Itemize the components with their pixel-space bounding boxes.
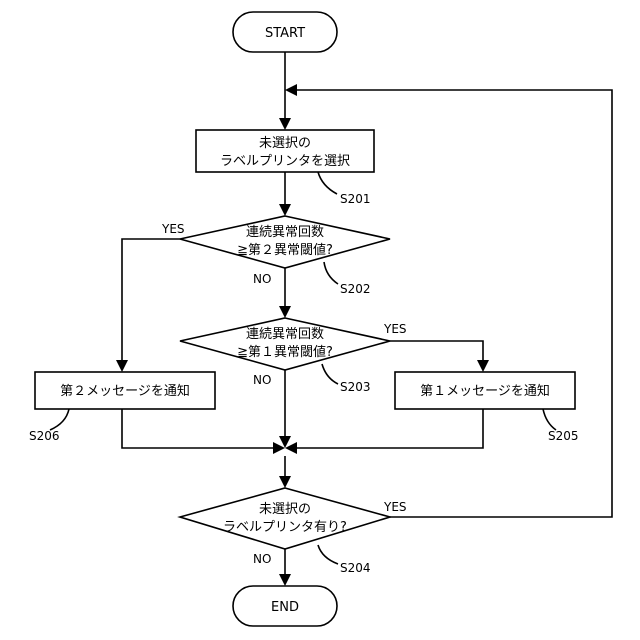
s204-text-line1: 未選択の	[259, 502, 311, 517]
arrowhead-end	[279, 574, 291, 586]
s203-text-line1: 連続異常回数	[246, 327, 324, 342]
leader-s201	[318, 172, 337, 194]
s205-text: 第１メッセージを通知	[420, 383, 550, 399]
connector-s205-merge	[295, 409, 483, 448]
connector-s206-merge	[122, 409, 275, 448]
leader-s203	[322, 364, 338, 384]
branch-label-s202-yes: YES	[161, 222, 185, 236]
s203-text-line2: ≧第１異常閾値?	[237, 344, 333, 360]
step-label-s202: S202	[340, 282, 371, 296]
branch-label-s204-yes: YES	[383, 500, 407, 514]
decision-s203-shape	[180, 318, 390, 370]
s202-text-line1: 連続異常回数	[246, 225, 324, 240]
decision-s202-shape	[180, 216, 390, 268]
node-s203: 連続異常回数 ≧第１異常閾値?	[180, 318, 390, 370]
arrowhead-s204	[279, 476, 291, 488]
arrowhead-s201	[279, 118, 291, 130]
step-label-s204: S204	[340, 561, 371, 575]
node-s206: 第２メッセージを通知	[35, 372, 215, 409]
node-s205: 第１メッセージを通知	[395, 372, 575, 409]
step-label-s206: S206	[29, 429, 60, 443]
s206-text: 第２メッセージを通知	[60, 383, 190, 399]
connector-s203-s205	[390, 341, 483, 366]
step-label-s201: S201	[340, 192, 371, 206]
node-s204: 未選択の ラベルプリンタ有り?	[180, 488, 390, 549]
node-start: START	[233, 12, 337, 52]
arrowhead-s202	[279, 204, 291, 216]
s201-text-line1: 未選択の	[259, 136, 311, 151]
arrowhead-s205	[477, 360, 489, 372]
s202-text-line2: ≧第２異常閾値?	[237, 242, 333, 258]
s201-text-line2: ラベルプリンタを選択	[220, 154, 350, 169]
arrowhead-loop	[285, 84, 297, 96]
leader-s206	[50, 409, 69, 430]
leader-s205	[543, 409, 556, 430]
branch-label-s202-no: NO	[253, 272, 271, 286]
node-s202: 連続異常回数 ≧第２異常閾値?	[180, 216, 390, 268]
start-label: START	[265, 26, 305, 41]
connector-s202-s206	[122, 239, 180, 366]
decision-s204-shape	[180, 488, 390, 549]
node-end: END	[233, 586, 337, 626]
s204-text-line2: ラベルプリンタ有り?	[223, 520, 347, 535]
arrowhead-s203	[279, 306, 291, 318]
step-label-s205: S205	[548, 429, 579, 443]
arrowhead-s206	[116, 360, 128, 372]
step-label-s203: S203	[340, 380, 371, 394]
branch-label-s203-no: NO	[253, 373, 271, 387]
leader-s204	[318, 545, 338, 564]
branch-label-s203-yes: YES	[383, 322, 407, 336]
end-label: END	[271, 600, 299, 615]
node-s201: 未選択の ラベルプリンタを選択	[196, 130, 374, 172]
branch-label-s204-no: NO	[253, 552, 271, 566]
leader-s202	[324, 262, 338, 284]
